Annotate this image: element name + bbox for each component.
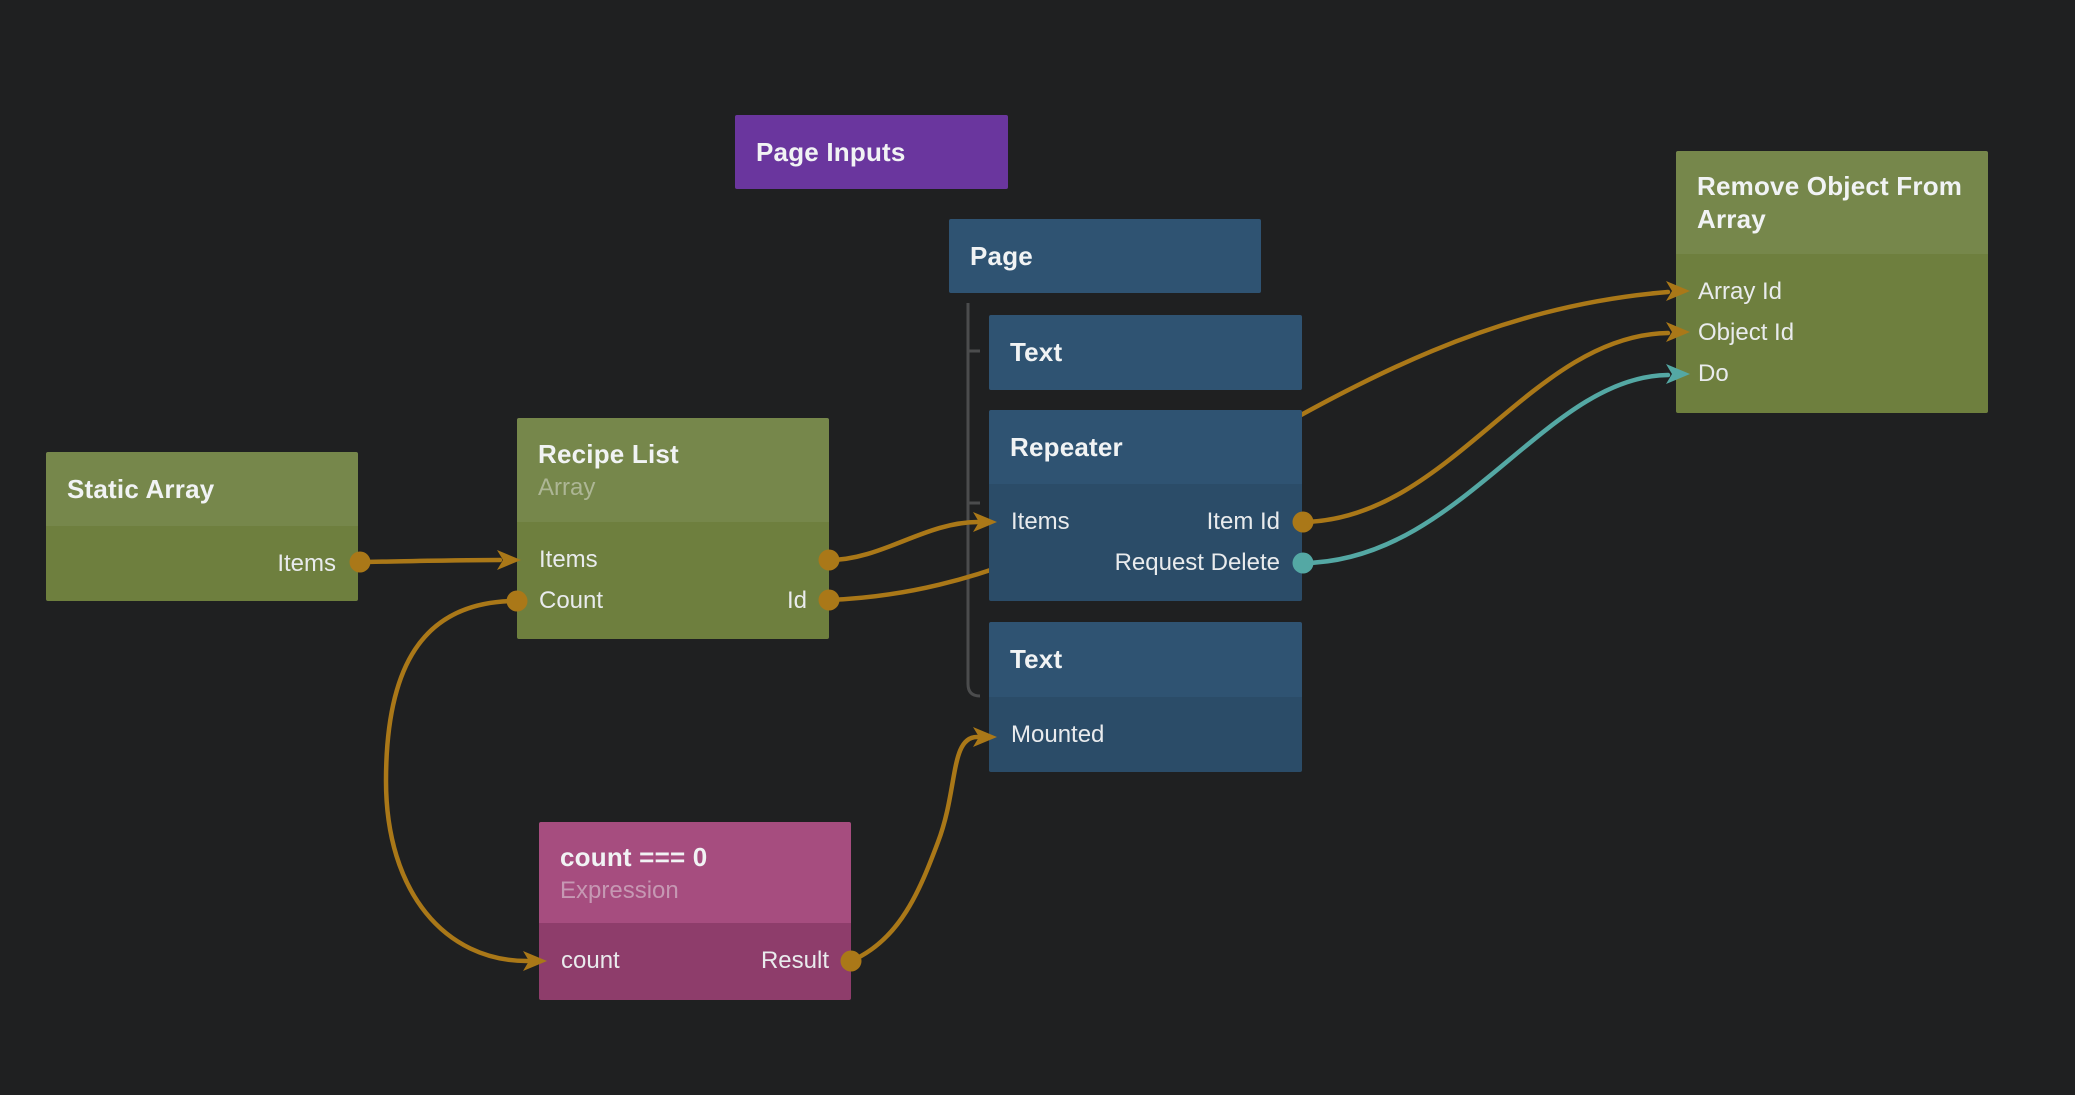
node-title: Remove Object From Array (1697, 170, 1963, 234)
node-title: Page (970, 240, 1033, 271)
port-row: Items (517, 539, 829, 580)
node-title: Page Inputs (756, 136, 906, 167)
node-text-2[interactable]: Text Mounted (989, 622, 1302, 772)
node-title: Text (1010, 337, 1063, 367)
node-type-label: Expression (560, 876, 679, 904)
node-recipe-list[interactable]: Recipe List Array Items Count Id (517, 418, 829, 639)
port-do-input[interactable]: Do (1698, 359, 1729, 387)
node-type-label: Array (538, 474, 596, 501)
port-result-output[interactable]: Result (760, 946, 829, 974)
port-count-input[interactable]: count (561, 946, 620, 974)
port-row: Items Item Id (989, 501, 1302, 542)
port-row: Object Id (1676, 312, 1988, 353)
node-repeater[interactable]: Repeater Items Item Id Request Delete (989, 410, 1302, 601)
node-remove-object-from-array[interactable]: Remove Object From Array Array Id Object… (1676, 151, 1988, 413)
node-title: count === 0 (560, 841, 708, 872)
node-title: Recipe List (538, 439, 679, 469)
port-id-output[interactable]: Id (786, 586, 807, 614)
port-row: Array Id (1676, 271, 1988, 312)
port-row: Request Delete (989, 542, 1302, 583)
port-mounted-input[interactable]: Mounted (1011, 720, 1105, 748)
wire-repeater-itemid-to-remove-objectid[interactable] (1300, 330, 1671, 525)
port-row: count Result (539, 940, 851, 981)
port-row: Mounted (989, 714, 1302, 755)
port-items-output[interactable]: Items (277, 549, 336, 577)
port-itemid-output[interactable]: Item Id (1206, 507, 1280, 535)
node-title: Text (1010, 644, 1063, 674)
wire-recipelist-count-to-expression-count[interactable] (383, 598, 530, 964)
port-row: Count Id (517, 580, 829, 621)
node-static-array[interactable]: Static Array Items (46, 452, 358, 601)
port-items-inout[interactable]: Items (539, 545, 598, 573)
node-text-1[interactable]: Text (989, 315, 1302, 390)
port-count-output[interactable]: Count (539, 586, 604, 614)
wire-staticarray-items-to-recipelist-items[interactable] (357, 557, 503, 565)
node-title: Static Array (67, 473, 215, 504)
node-page-inputs[interactable]: Page Inputs (735, 115, 1008, 189)
port-row: Items (46, 543, 358, 584)
port-row: Do (1676, 353, 1988, 394)
wire-recipelist-items-to-repeater-items[interactable] (826, 519, 981, 563)
wire-expression-result-to-text-mounted[interactable] (848, 734, 980, 964)
tree-connector (966, 303, 981, 698)
port-requestdelete-output[interactable]: Request Delete (1114, 548, 1280, 576)
port-arrayid-input[interactable]: Array Id (1698, 277, 1783, 305)
node-title: Repeater (1010, 431, 1123, 462)
wire-repeater-requestdelete-to-remove-do[interactable] (1300, 372, 1671, 566)
node-page[interactable]: Page (949, 219, 1261, 293)
node-expression[interactable]: count === 0 Expression count Result (539, 822, 851, 1000)
port-items-input[interactable]: Items (1011, 507, 1070, 535)
port-objectid-input[interactable]: Object Id (1698, 318, 1795, 346)
